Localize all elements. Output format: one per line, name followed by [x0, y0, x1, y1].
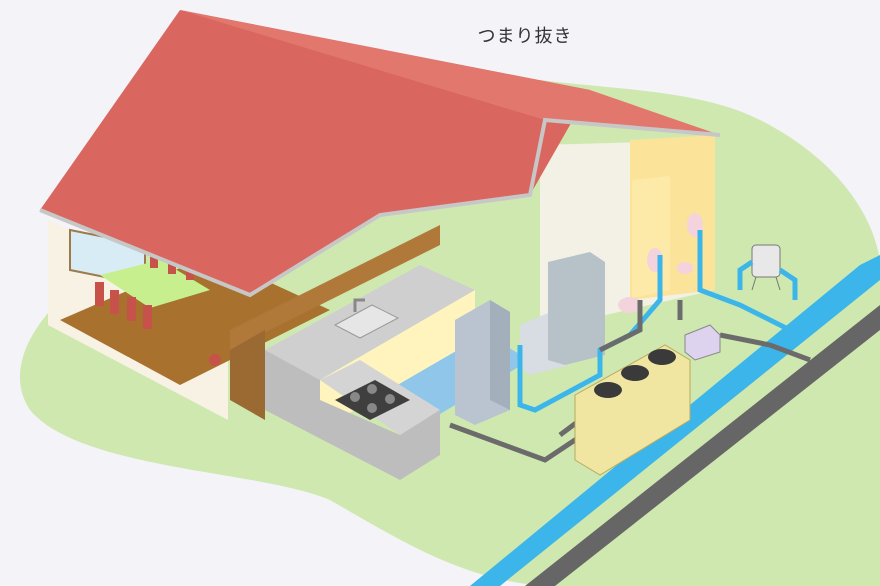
roof-edge	[39, 117, 721, 298]
roof-right	[180, 10, 720, 135]
water-heater-icon	[751, 244, 781, 291]
faucet	[353, 298, 365, 312]
bar-stool	[209, 354, 221, 366]
road-icon	[525, 305, 880, 586]
water-pipes	[517, 230, 798, 413]
burners	[350, 384, 395, 413]
grease-trap-icon	[684, 324, 721, 361]
tall-cabinet	[548, 252, 605, 365]
counter-wall	[230, 225, 440, 350]
island-front	[265, 400, 440, 480]
counter-front	[230, 330, 265, 420]
fridge-side	[490, 300, 510, 410]
sink-icon	[333, 304, 400, 339]
yellow-room-door	[632, 176, 670, 298]
dining-table-icon	[100, 260, 210, 308]
stove-icon	[335, 380, 410, 420]
diagram-caption: つまり抜き	[477, 26, 573, 47]
septic-tank-icon	[574, 344, 691, 476]
